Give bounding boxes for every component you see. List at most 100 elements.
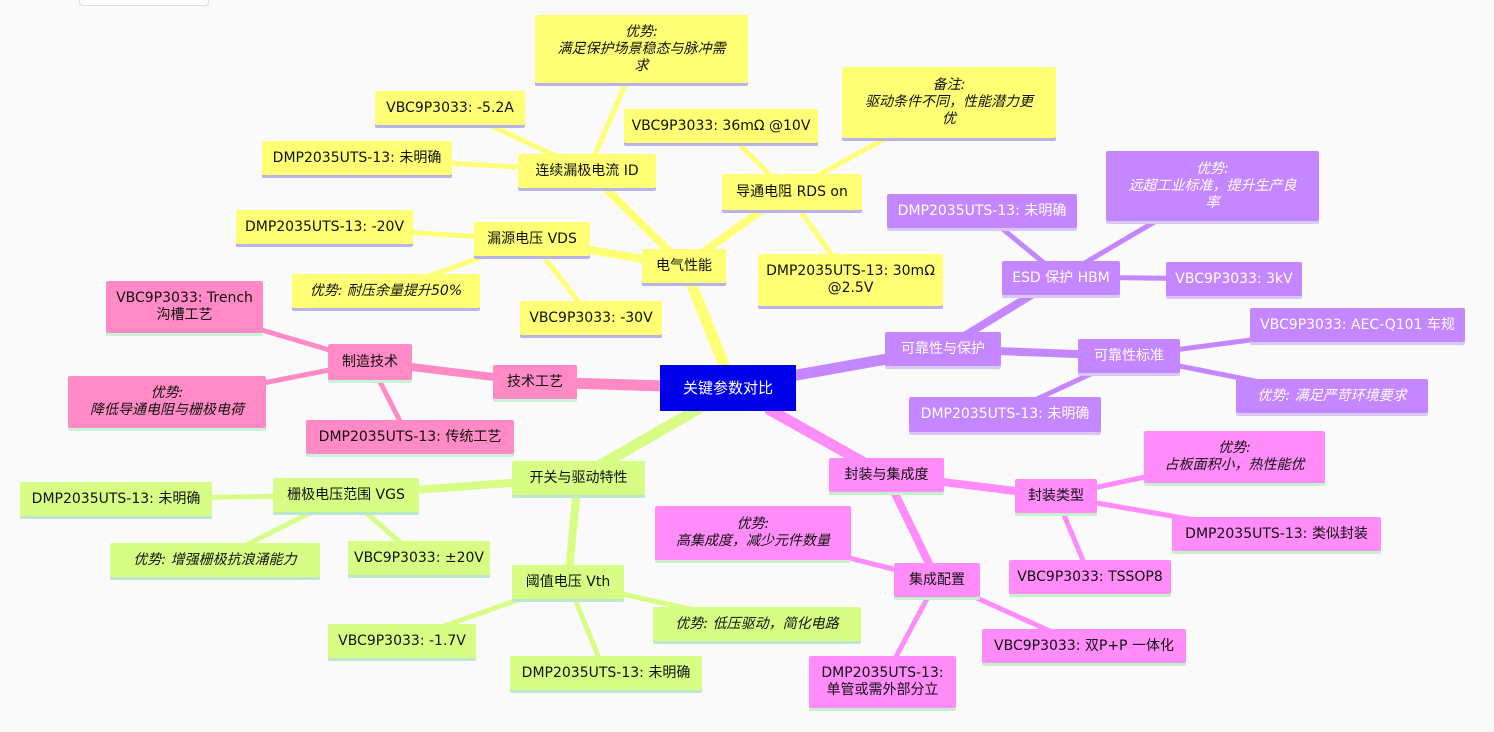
integration-label: 集成配置 bbox=[909, 571, 965, 588]
id-current-label: 连续漏极电流 ID bbox=[535, 162, 639, 179]
id-current-node[interactable]: 连续漏极电流 ID bbox=[518, 154, 656, 188]
vgs-adv-node[interactable]: 优势: 增强栅极抗浪涌能力 bbox=[110, 543, 320, 577]
package-type-dmp-node[interactable]: DMP2035UTS-13: 类似封装 bbox=[1172, 517, 1381, 551]
package-type-node[interactable]: 封装类型 bbox=[1015, 479, 1097, 513]
standard-adv-text: 优势: 满足严苛环境要求 bbox=[1257, 387, 1407, 404]
rds-vbc-text: VBC9P3033: 36mΩ @10V bbox=[631, 117, 811, 134]
id-adv-line3: 求 bbox=[634, 57, 649, 74]
rds-note-line2: 驱动条件不同，性能潜力更 bbox=[865, 94, 1033, 110]
manufacturing-dmp-node[interactable]: DMP2035UTS-13: 传统工艺 bbox=[306, 420, 514, 454]
vgs-dmp-text: DMP2035UTS-13: 未明确 bbox=[31, 490, 201, 507]
vth-vbc-text: VBC9P3033: -1.7V bbox=[338, 632, 466, 649]
vth-label: 阈值电压 Vth bbox=[525, 573, 611, 590]
vth-vbc-node[interactable]: VBC9P3033: -1.7V bbox=[328, 624, 476, 658]
id-adv-node[interactable]: 优势: 满足保护场景稳态与脉冲需 求 bbox=[535, 15, 748, 83]
switching-node[interactable]: 开关与驱动特性 bbox=[512, 461, 645, 495]
standard-dmp-text: DMP2035UTS-13: 未明确 bbox=[920, 406, 1090, 422]
id-adv-line1: 优势: bbox=[625, 23, 658, 40]
id-vbc-text: VBC9P3033: -5.2A bbox=[386, 99, 514, 116]
package-label: 封装与集成度 bbox=[844, 466, 929, 483]
integration-vbc-node[interactable]: VBC9P3033: 双P+P 一体化 bbox=[982, 629, 1186, 663]
vgs-dmp-node[interactable]: DMP2035UTS-13: 未明确 bbox=[20, 482, 212, 516]
esd-dmp-node[interactable]: DMP2035UTS-13: 未明确 bbox=[887, 194, 1077, 228]
manufacturing-adv-node[interactable]: 优势: 降低导通电阻与栅极电荷 bbox=[68, 376, 266, 428]
switching-label: 开关与驱动特性 bbox=[529, 469, 628, 486]
process-node[interactable]: 技术工艺 bbox=[493, 365, 577, 399]
esd-adv-line1: 优势: bbox=[1196, 160, 1229, 177]
vds-adv-node[interactable]: 优势: 耐压余量提升50% bbox=[292, 274, 480, 308]
esd-label: ESD 保护 HBM bbox=[1012, 269, 1110, 286]
manufacturing-vbc-line2: 沟槽工艺 bbox=[156, 307, 213, 323]
vth-dmp-text: DMP2035UTS-13: 未明确 bbox=[521, 664, 691, 681]
vgs-vbc-text: VBC9P3033: ±20V bbox=[354, 549, 484, 566]
vth-adv-text: 优势: 低压驱动，简化电路 bbox=[675, 615, 839, 632]
package-node[interactable]: 封装与集成度 bbox=[829, 458, 944, 492]
esd-adv-line3: 率 bbox=[1205, 194, 1220, 211]
package-type-adv-node[interactable]: 优势: 占板面积小，热性能优 bbox=[1144, 431, 1325, 483]
package-type-adv-line1: 优势: bbox=[1218, 440, 1251, 456]
root-node[interactable]: 关键参数对比 bbox=[660, 365, 796, 411]
esd-adv-node[interactable]: 优势: 远超工业标准，提升生产良 率 bbox=[1106, 151, 1319, 221]
standard-dmp-node[interactable]: DMP2035UTS-13: 未明确 bbox=[909, 397, 1101, 432]
standard-vbc-node[interactable]: VBC9P3033: AEC-Q101 车规 bbox=[1250, 308, 1465, 342]
integration-adv-node[interactable]: 优势: 高集成度，减少元件数量 bbox=[655, 506, 851, 560]
manufacturing-node[interactable]: 制造技术 bbox=[328, 344, 412, 380]
vds-dmp-node[interactable]: DMP2035UTS-13: -20V bbox=[236, 210, 413, 244]
manufacturing-vbc-line1: VBC9P3033: Trench bbox=[116, 290, 253, 306]
integration-dmp-line2: 单管或需外部分立 bbox=[826, 682, 939, 698]
vth-adv-node[interactable]: 优势: 低压驱动，简化电路 bbox=[653, 607, 861, 641]
id-dmp-node[interactable]: DMP2035UTS-13: 未明确 bbox=[262, 141, 452, 175]
package-type-adv-line2: 占板面积小，热性能优 bbox=[1164, 457, 1305, 473]
package-type-label: 封装类型 bbox=[1028, 487, 1084, 504]
top-toolbar-box bbox=[79, 0, 209, 6]
reliability-label: 可靠性与保护 bbox=[901, 340, 985, 357]
integration-adv-line1: 优势: bbox=[736, 516, 770, 532]
manufacturing-adv-line2: 降低导通电阻与栅极电荷 bbox=[90, 402, 244, 418]
package-type-dmp-text: DMP2035UTS-13: 类似封装 bbox=[1185, 525, 1368, 542]
id-vbc-node[interactable]: VBC9P3033: -5.2A bbox=[375, 91, 525, 125]
vds-vbc-text: VBC9P3033: -30V bbox=[529, 309, 653, 326]
standard-adv-node[interactable]: 优势: 满足严苛环境要求 bbox=[1236, 379, 1428, 413]
vds-label: 漏源电压 VDS bbox=[487, 230, 577, 247]
reliability-node[interactable]: 可靠性与保护 bbox=[885, 332, 1001, 366]
integration-vbc-text: VBC9P3033: 双P+P 一体化 bbox=[994, 637, 1174, 654]
standard-vbc-text: VBC9P3033: AEC-Q101 车规 bbox=[1260, 316, 1455, 333]
vgs-adv-text: 优势: 增强栅极抗浪涌能力 bbox=[133, 551, 297, 568]
electrical-node[interactable]: 电气性能 bbox=[642, 249, 726, 283]
vds-adv-text: 优势: 耐压余量提升50% bbox=[309, 282, 463, 299]
rds-dmp-line2: @2.5V bbox=[827, 280, 874, 296]
rds-dmp-line1: DMP2035UTS-13: 30mΩ bbox=[766, 263, 935, 279]
esd-dmp-text: DMP2035UTS-13: 未明确 bbox=[897, 202, 1067, 219]
electrical-label: 电气性能 bbox=[656, 257, 712, 274]
integration-adv-line2: 高集成度，减少元件数量 bbox=[676, 533, 830, 549]
vth-dmp-node[interactable]: DMP2035UTS-13: 未明确 bbox=[510, 656, 702, 690]
manufacturing-label: 制造技术 bbox=[342, 353, 398, 370]
vgs-label: 栅极电压范围 VGS bbox=[287, 486, 405, 503]
esd-vbc-node[interactable]: VBC9P3033: 3kV bbox=[1166, 262, 1302, 296]
rds-dmp-node[interactable]: DMP2035UTS-13: 30mΩ @2.5V bbox=[758, 254, 943, 306]
rds-note-node[interactable]: 备注: 驱动条件不同，性能潜力更 优 bbox=[842, 67, 1056, 138]
vds-node[interactable]: 漏源电压 VDS bbox=[474, 222, 590, 256]
rds-vbc-node[interactable]: VBC9P3033: 36mΩ @10V bbox=[624, 109, 818, 143]
vgs-node[interactable]: 栅极电压范围 VGS bbox=[273, 478, 419, 512]
manufacturing-vbc-node[interactable]: VBC9P3033: Trench 沟槽工艺 bbox=[106, 281, 263, 333]
integration-dmp-node[interactable]: DMP2035UTS-13: 单管或需外部分立 bbox=[809, 656, 956, 708]
rds-node[interactable]: 导通电阻 RDS on bbox=[722, 174, 862, 210]
id-dmp-text: DMP2035UTS-13: 未明确 bbox=[272, 149, 442, 166]
esd-vbc-text: VBC9P3033: 3kV bbox=[1175, 270, 1293, 287]
package-type-vbc-node[interactable]: VBC9P3033: TSSOP8 bbox=[1009, 560, 1171, 594]
vth-node[interactable]: 阈值电压 Vth bbox=[512, 565, 624, 599]
rds-note-line1: 备注: bbox=[932, 77, 966, 93]
vds-vbc-node[interactable]: VBC9P3033: -30V bbox=[520, 301, 662, 335]
link-switching-vth bbox=[564, 474, 582, 586]
vgs-vbc-node[interactable]: VBC9P3033: ±20V bbox=[348, 541, 490, 575]
rds-note-line3: 优 bbox=[942, 111, 956, 127]
integration-node[interactable]: 集成配置 bbox=[894, 563, 980, 597]
esd-node[interactable]: ESD 保护 HBM bbox=[1002, 261, 1120, 295]
manufacturing-dmp-text: DMP2035UTS-13: 传统工艺 bbox=[318, 428, 502, 445]
standard-node[interactable]: 可靠性标准 bbox=[1078, 339, 1180, 373]
rds-label: 导通电阻 RDS on bbox=[736, 183, 848, 200]
vds-dmp-text: DMP2035UTS-13: -20V bbox=[244, 218, 405, 235]
package-type-vbc-text: VBC9P3033: TSSOP8 bbox=[1017, 568, 1163, 585]
